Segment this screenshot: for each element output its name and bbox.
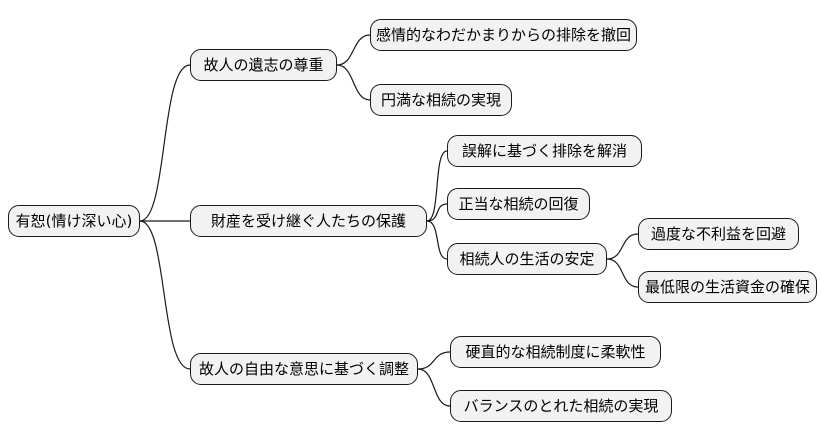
edge-n2c-l2c2 <box>606 258 639 288</box>
mindmap-node-free-will-adjustment: 故人の自由な意思に基づく調整 <box>190 353 418 385</box>
mindmap-node-protect-heirs: 財産を受け継ぐ人たちの保護 <box>190 205 427 237</box>
mindmap-node-balanced-inheritance: バランスのとれた相続の実現 <box>450 390 672 422</box>
edge-b1-l1a <box>336 34 371 66</box>
edge-b3-l3a <box>417 351 451 370</box>
edge-root-b1 <box>139 64 191 222</box>
mindmap-node-secure-living-funds: 最低限の生活資金の確保 <box>638 271 817 303</box>
edge-b2-l2a <box>426 150 448 222</box>
mindmap-node-restore-inheritance: 正当な相続の回復 <box>447 188 590 220</box>
mindmap-node-resolve-misunderstanding: 誤解に基づく排除を解消 <box>447 135 642 167</box>
mindmap-node-smooth-inheritance: 円満な相続の実現 <box>370 84 512 116</box>
mindmap-node-avoid-disadvantage: 過度な不利益を回避 <box>638 218 799 250</box>
edge-b1-l1b <box>336 64 371 101</box>
mindmap-node-revoke-exclusion: 感情的なわだかまりからの排除を撤回 <box>370 19 637 51</box>
edge-b2-l2b <box>426 203 448 222</box>
mindmap-node-respect-will: 故人の遺志の尊重 <box>190 49 337 81</box>
mindmap-node-root: 有恕(情け深い心) <box>8 205 140 237</box>
edge-b2-n2c <box>426 220 448 260</box>
mindmap-node-flexible-system: 硬直的な相続制度に柔軟性 <box>450 336 661 368</box>
mindmap-node-life-stability: 相続人の生活の安定 <box>447 243 607 275</box>
edge-n2c-l2c1 <box>606 233 639 260</box>
edge-root-b3 <box>139 220 191 370</box>
edge-b3-l3b <box>417 368 451 407</box>
